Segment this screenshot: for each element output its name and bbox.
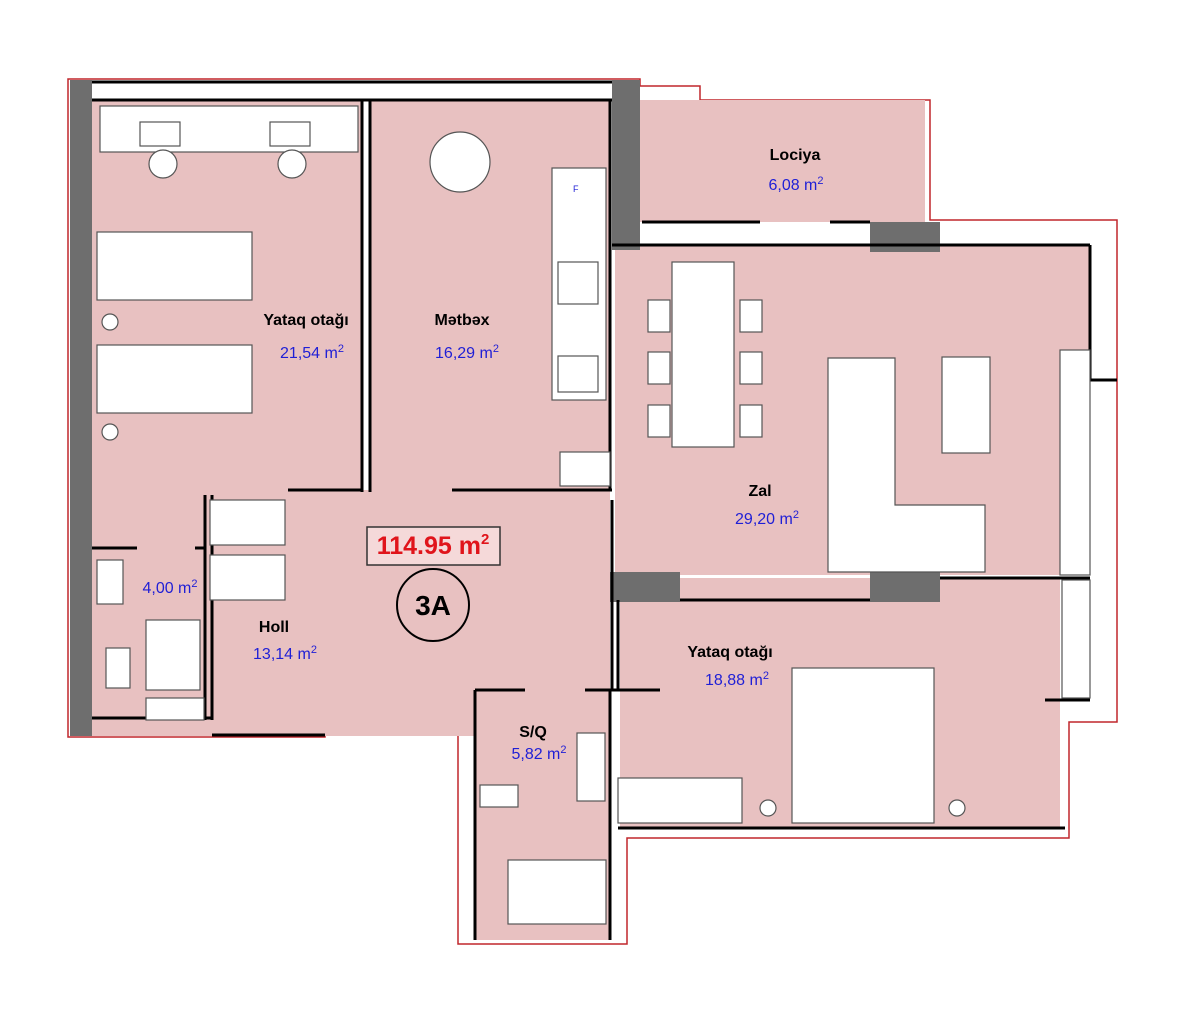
loggia-area: 6,08 m2 xyxy=(768,175,823,194)
table-icon xyxy=(671,261,735,448)
lamp-icon xyxy=(759,799,777,817)
sink-icon xyxy=(557,355,599,393)
sofa-icon xyxy=(827,357,986,573)
hall-name: Holl xyxy=(259,619,289,636)
kitchen-furniture: F xyxy=(429,131,611,487)
concrete-walls xyxy=(70,80,940,736)
cabinet-icon xyxy=(1059,349,1091,576)
living-area: 29,20 m2 xyxy=(735,509,799,528)
unit-circle xyxy=(396,568,470,642)
bed-icon xyxy=(96,344,253,414)
loggia-name: Lociya xyxy=(770,147,821,164)
desk xyxy=(99,105,359,153)
lamp-icon xyxy=(948,799,966,817)
wall-segment xyxy=(610,572,680,602)
west-wall xyxy=(70,80,92,736)
toilet-icon xyxy=(479,784,519,808)
chair-icon xyxy=(739,351,763,385)
interior-walls xyxy=(92,80,1117,940)
chair-icon xyxy=(647,351,671,385)
bedroom2-furniture xyxy=(617,579,1091,824)
bedroom2-area: 18,88 m2 xyxy=(705,670,769,689)
cabinet-icon xyxy=(1061,579,1091,699)
chair-icon xyxy=(277,149,307,179)
bedroom1-area: 21,54 m2 xyxy=(280,343,344,362)
total-area-frame xyxy=(366,526,501,566)
chair-icon xyxy=(647,404,671,438)
wardrobe-icon xyxy=(617,777,743,824)
stove-icon xyxy=(557,261,599,305)
hall-wardrobes xyxy=(209,499,286,601)
cabinet-icon xyxy=(145,697,205,721)
bedroom1-name: Yataq otağı xyxy=(263,312,348,329)
shower-icon xyxy=(507,859,607,925)
wall-segment xyxy=(612,80,640,250)
bed-icon xyxy=(96,231,253,301)
bedroom1-furniture xyxy=(96,105,359,441)
lamp-icon xyxy=(101,423,119,441)
wall-segment xyxy=(870,572,940,602)
kitchen-name: Mətbəx xyxy=(434,312,489,329)
computer-icon xyxy=(139,121,181,147)
coffee-table-icon xyxy=(941,356,991,454)
room-labels: Yataq otağı 21,54 m2 Mətbəx 16,29 m2 Loc… xyxy=(142,147,823,763)
unit-code: 3A xyxy=(415,590,451,621)
total-area-value: 114.95 m2 xyxy=(377,531,490,560)
unit-badge: 3A xyxy=(396,568,470,642)
bedroom2-name: Yataq otağı xyxy=(687,644,772,661)
living-name: Zal xyxy=(748,483,771,500)
floor-loggia xyxy=(640,100,925,222)
sink-icon xyxy=(576,732,606,802)
chair-icon xyxy=(739,299,763,333)
chair-icon xyxy=(647,299,671,333)
dining-table-icon xyxy=(429,131,491,193)
bathroom-fixtures xyxy=(96,559,607,925)
sink-icon xyxy=(96,559,124,605)
kitchen-area: 16,29 m2 xyxy=(435,343,499,362)
chair-icon xyxy=(148,149,178,179)
bed-icon xyxy=(791,667,935,824)
wall-segment xyxy=(870,222,940,252)
bath2-area: 5,82 m2 xyxy=(511,744,566,763)
floor-bedroom1 xyxy=(92,100,362,548)
hall-area: 13,14 m2 xyxy=(253,644,317,663)
bath2-name: S/Q xyxy=(519,724,547,741)
lamp-icon xyxy=(101,313,119,331)
shower-icon xyxy=(145,619,201,691)
living-furniture xyxy=(647,261,1091,576)
chair-icon xyxy=(739,404,763,438)
toilet-icon xyxy=(105,647,131,689)
appliance-icon xyxy=(559,451,611,487)
wardrobe-icon xyxy=(209,499,286,546)
computer-icon xyxy=(269,121,311,147)
wardrobe-icon xyxy=(209,554,286,601)
fridge-label: F xyxy=(573,184,579,194)
bath1-area: 4,00 m2 xyxy=(142,578,197,597)
total-area-box: 114.95 m2 xyxy=(366,526,501,566)
